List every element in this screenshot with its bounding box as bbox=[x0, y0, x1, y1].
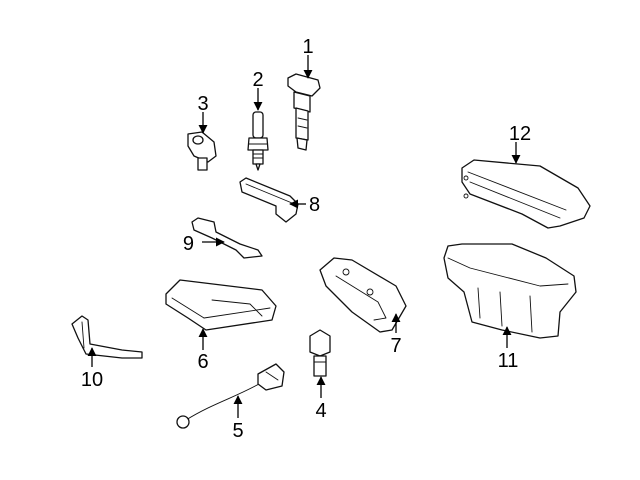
bracket-8 bbox=[239, 177, 299, 223]
callout-number-2: 2 bbox=[252, 69, 263, 91]
callout-number-3: 3 bbox=[197, 93, 208, 115]
crankshaft-position-sensor bbox=[309, 329, 331, 377]
ecu-box-housing bbox=[443, 243, 577, 339]
callout-number-10: 10 bbox=[81, 369, 103, 391]
callout-number-11: 11 bbox=[498, 350, 519, 372]
callout-3: 3 bbox=[197, 93, 209, 134]
ecu-mounting-bracket bbox=[319, 257, 407, 333]
engine-control-module bbox=[165, 279, 277, 331]
spark-plug bbox=[247, 111, 269, 171]
knock-sensor bbox=[176, 363, 285, 429]
callout-7: 7 bbox=[390, 313, 402, 357]
bracket-10 bbox=[71, 315, 143, 359]
callout-number-1: 1 bbox=[302, 36, 313, 58]
callout-5: 5 bbox=[232, 395, 244, 442]
callout-10: 10 bbox=[81, 347, 103, 391]
callout-number-9: 9 bbox=[183, 233, 194, 255]
camshaft-position-sensor bbox=[187, 131, 217, 171]
callout-8: 8 bbox=[289, 194, 320, 216]
callout-12: 12 bbox=[509, 123, 531, 164]
callout-6: 6 bbox=[197, 328, 209, 373]
callout-number-8: 8 bbox=[309, 194, 320, 216]
callout-11: 11 bbox=[498, 326, 519, 372]
ignition-coil bbox=[287, 73, 321, 151]
callout-number-7: 7 bbox=[390, 335, 401, 357]
callout-2: 2 bbox=[252, 69, 264, 111]
callout-number-4: 4 bbox=[315, 400, 326, 422]
callout-number-5: 5 bbox=[232, 420, 243, 442]
callout-4: 4 bbox=[315, 376, 327, 422]
callout-number-6: 6 bbox=[197, 351, 208, 373]
callout-9: 9 bbox=[183, 233, 225, 255]
callout-1: 1 bbox=[302, 36, 314, 79]
callout-number-12: 12 bbox=[509, 123, 531, 145]
bracket-9 bbox=[191, 217, 263, 259]
ecu-box-cover bbox=[461, 159, 591, 229]
